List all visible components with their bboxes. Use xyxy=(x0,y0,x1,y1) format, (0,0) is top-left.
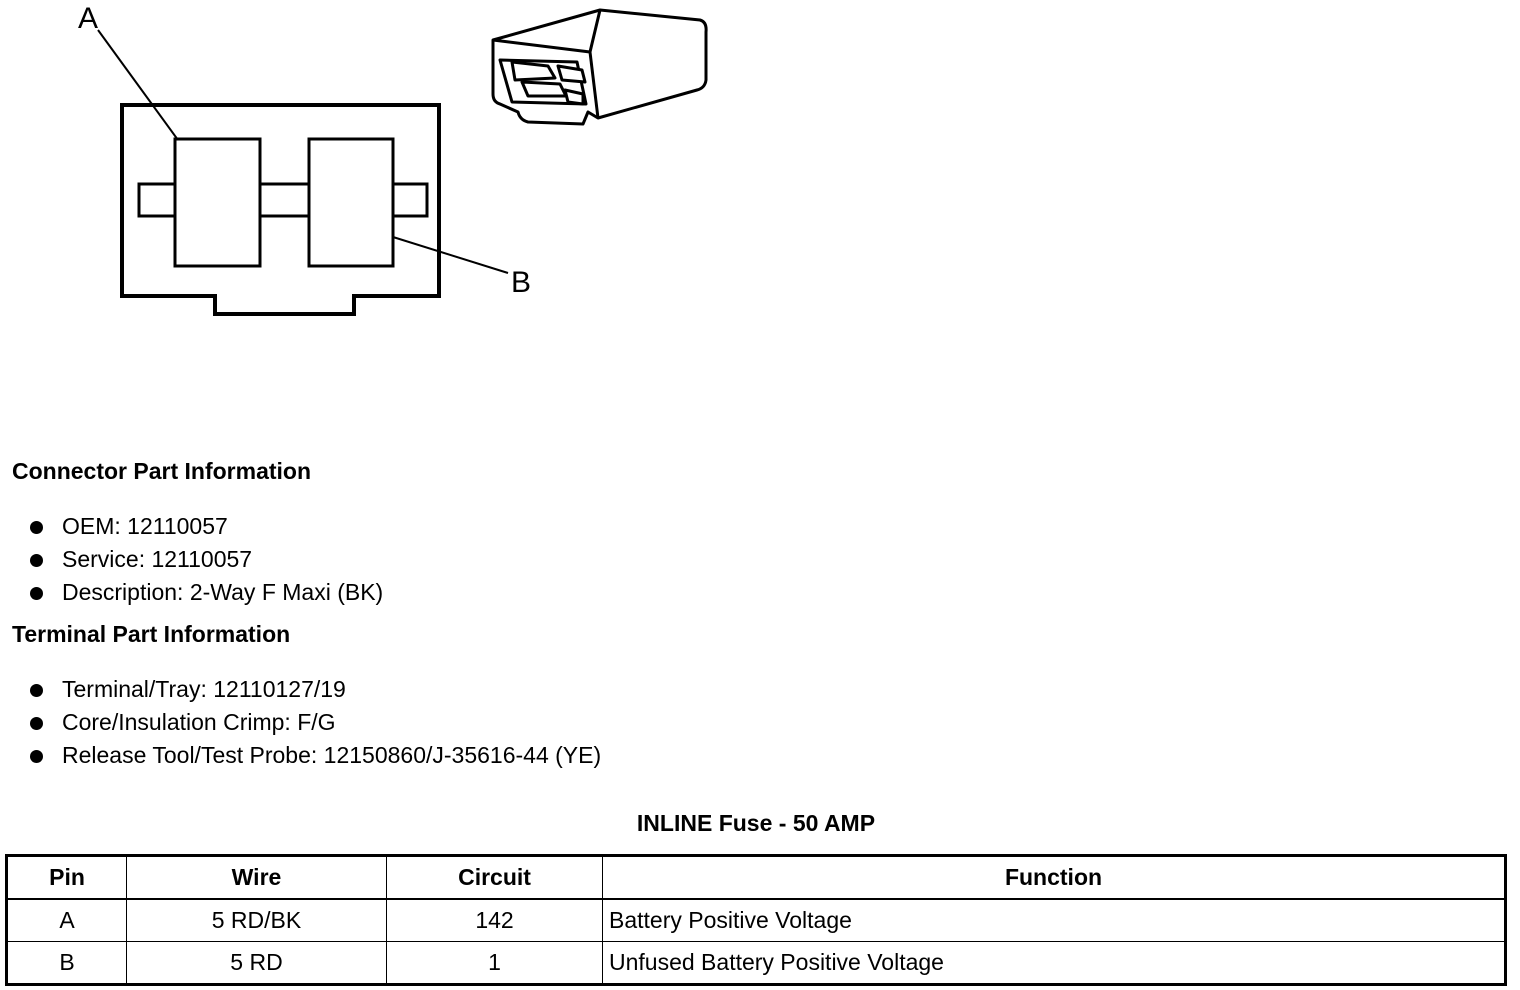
list-item: Service: 12110057 xyxy=(30,543,383,576)
table-row: B 5 RD 1 Unfused Battery Positive Voltag… xyxy=(6,941,1506,985)
connector-perspective-view xyxy=(491,8,708,126)
pinout-table: Pin Wire Circuit Function A 5 RD/BK 142 … xyxy=(5,854,1507,986)
column-header-function: Function xyxy=(602,855,1506,900)
cell-wire: 5 RD xyxy=(126,941,387,985)
cell-function: Battery Positive Voltage xyxy=(602,898,1506,942)
cell-pin: A xyxy=(6,898,127,942)
column-header-circuit: Circuit xyxy=(386,855,603,900)
table-header-row: Pin Wire Circuit Function xyxy=(6,855,1506,900)
list-item: Release Tool/Test Probe: 12150860/J-3561… xyxy=(30,739,601,772)
terminal-cavity-b xyxy=(307,137,395,268)
bullet-icon xyxy=(30,554,43,567)
column-header-wire: Wire xyxy=(126,855,387,900)
bullet-icon xyxy=(30,521,43,534)
connector-part-info-heading: Connector Part Information xyxy=(12,458,312,484)
bullet-icon xyxy=(30,750,43,763)
cell-pin: B xyxy=(6,941,127,985)
terminal-part-info-list: Terminal/Tray: 12110127/19 Core/Insulati… xyxy=(30,673,601,772)
cell-wire: 5 RD/BK xyxy=(126,898,387,942)
list-item: Terminal/Tray: 12110127/19 xyxy=(30,673,601,706)
bullet-icon xyxy=(30,587,43,600)
callout-label-b: B xyxy=(511,266,531,299)
bullet-icon xyxy=(30,717,43,730)
connector-face-view xyxy=(97,29,509,316)
callout-label-a: A xyxy=(78,2,98,35)
terminal-cavity-a xyxy=(173,137,262,268)
terminal-part-info-heading: Terminal Part Information xyxy=(12,621,291,647)
connector-part-info-list: OEM: 12110057 Service: 12110057 Descript… xyxy=(30,510,383,609)
column-header-pin: Pin xyxy=(6,855,127,900)
cell-function: Unfused Battery Positive Voltage xyxy=(602,941,1506,985)
list-item: Core/Insulation Crimp: F/G xyxy=(30,706,601,739)
cell-circuit: 142 xyxy=(386,898,603,942)
table-title: INLINE Fuse - 50 AMP xyxy=(636,810,876,836)
cell-circuit: 1 xyxy=(386,941,603,985)
list-item: Description: 2-Way F Maxi (BK) xyxy=(30,576,383,609)
bullet-icon xyxy=(30,684,43,697)
list-item: OEM: 12110057 xyxy=(30,510,383,543)
table-row: A 5 RD/BK 142 Battery Positive Voltage xyxy=(6,898,1506,942)
connector-diagram: A B xyxy=(78,2,708,316)
